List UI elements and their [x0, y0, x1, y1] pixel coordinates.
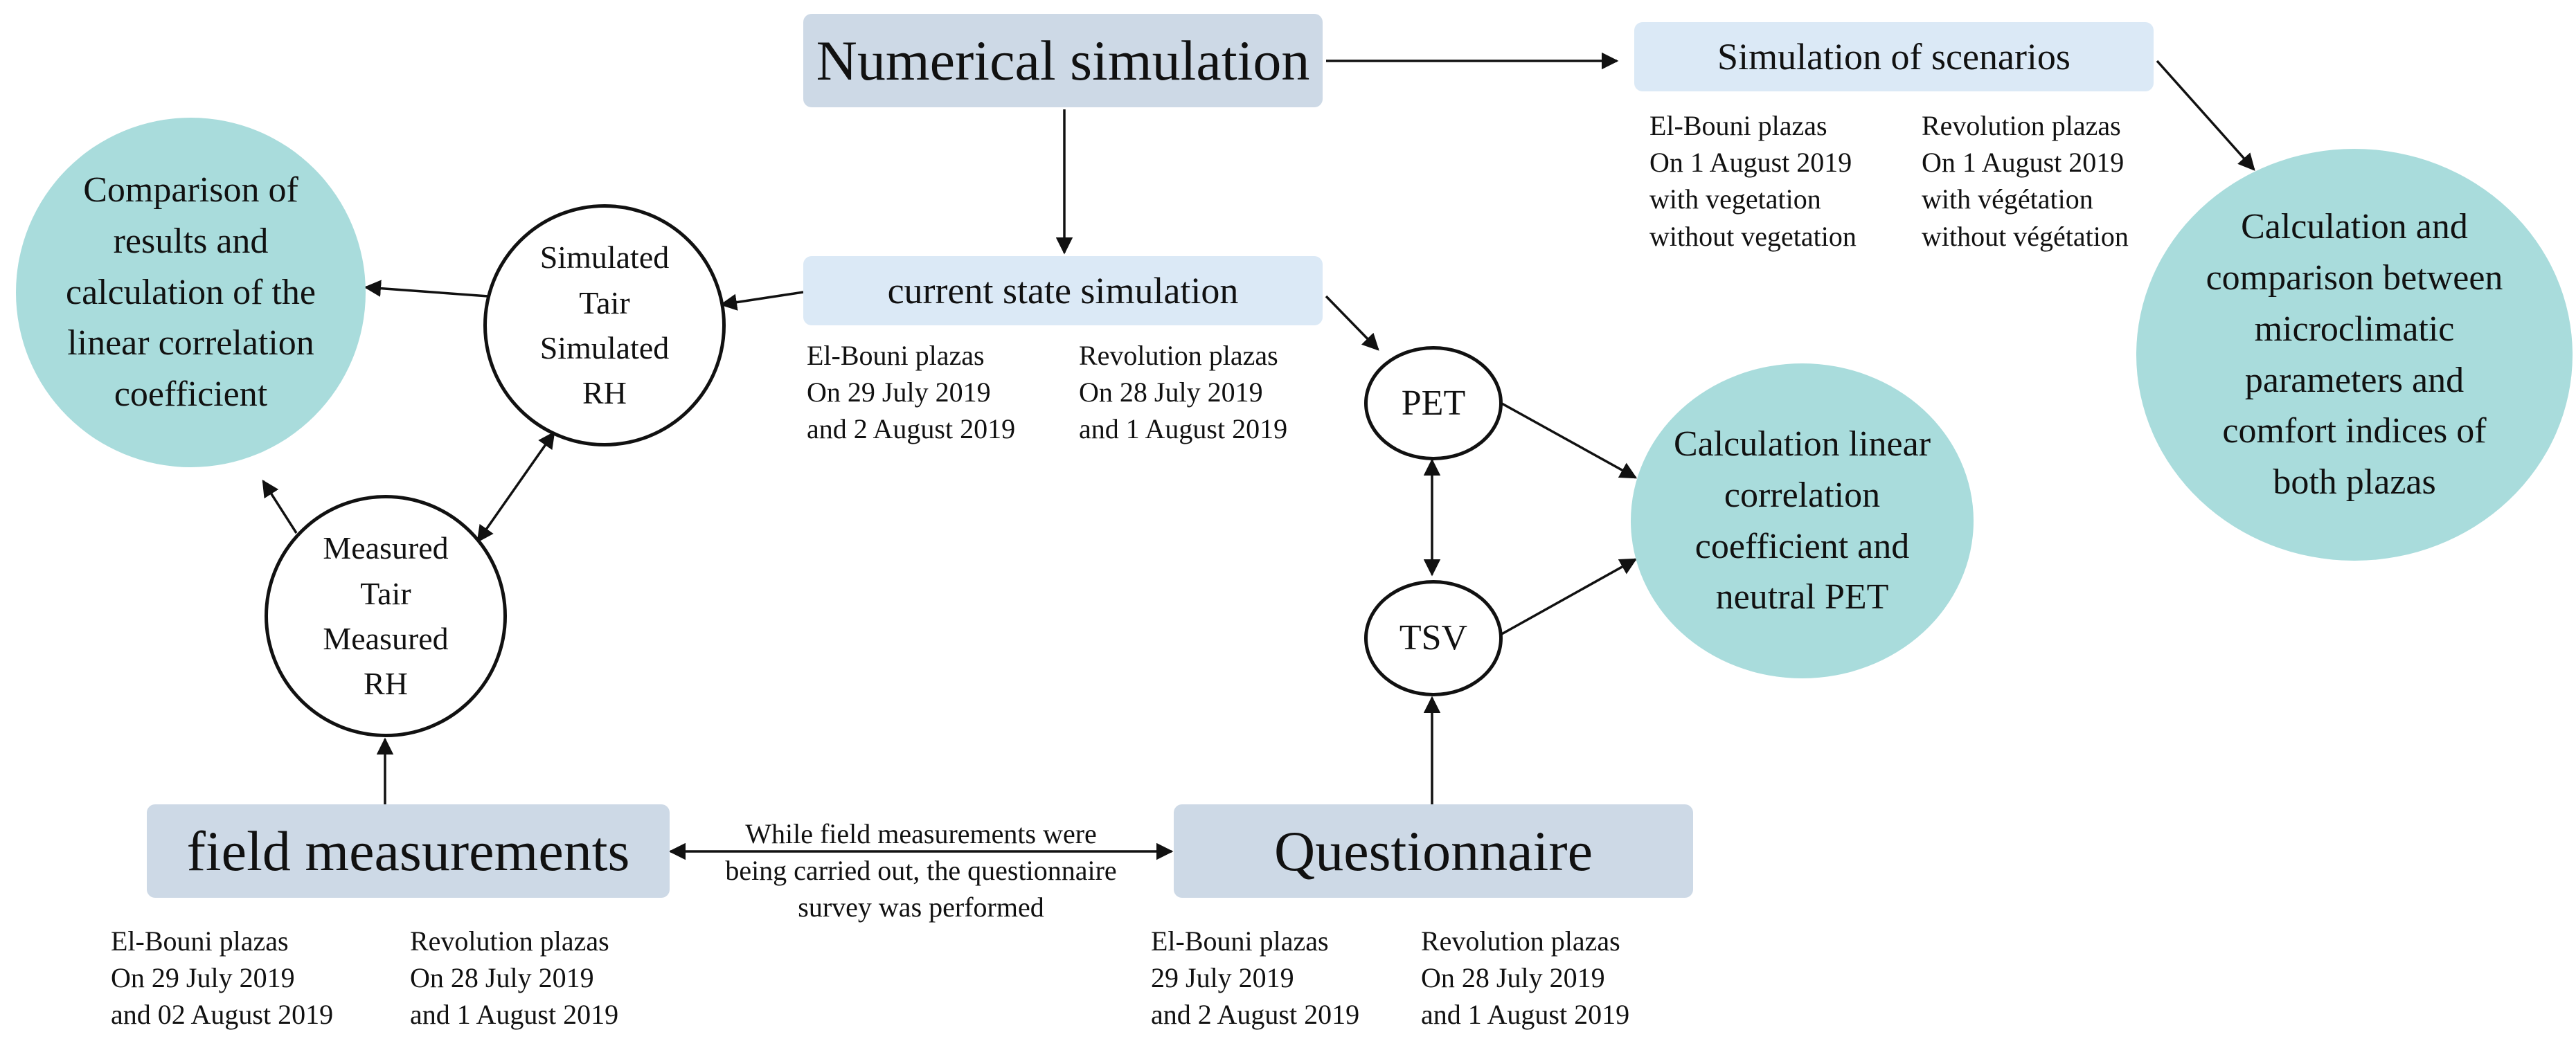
note-line: 29 July 2019 — [1151, 962, 1294, 994]
tsv-circle: TSV — [1364, 580, 1503, 696]
calc-linear-line-3: coefficient and — [1694, 526, 1910, 566]
questionnaire-revolution-note: Revolution plazas On 28 July 2019 and 1 … — [1421, 923, 1629, 1033]
questionnaire-label: Questionnaire — [1274, 819, 1593, 883]
note-line: and 1 August 2019 — [410, 999, 619, 1031]
current-revolution-note: Revolution plazas On 28 July 2019 and 1 … — [1079, 337, 1287, 448]
numerical-simulation-label: Numerical simulation — [816, 28, 1310, 92]
calc-comparison-line-2: comparison between — [2206, 258, 2503, 298]
calc-comparison-line-1: Calculation and — [2241, 207, 2468, 247]
simulated-line-3: Simulated — [539, 330, 670, 365]
note-line: without vegetation — [1649, 220, 1857, 252]
field-measurements-label: field measurements — [186, 819, 630, 883]
comparison-line-5: coefficient — [114, 374, 268, 415]
simulated-line-2: Tair — [579, 284, 630, 320]
measured-tair-rh-circle: Measured Tair Measured RH — [265, 495, 507, 737]
note-line: survey was performed — [798, 892, 1044, 923]
measured-line-2: Tair — [360, 575, 411, 611]
field-measurements-box: field measurements — [147, 804, 670, 898]
calculation-comparison-circle: Calculation and comparison between micro… — [2136, 149, 2573, 561]
note-line: On 29 July 2019 — [111, 962, 295, 994]
arrow-current-to-simulated — [719, 291, 804, 311]
current-state-simulation-box: current state simulation — [803, 256, 1323, 325]
arrow-measured-to-comparison — [262, 479, 298, 534]
note-line: On 28 July 2019 — [410, 962, 594, 994]
numerical-simulation-box: Numerical simulation — [803, 14, 1323, 107]
note-line: Revolution plazas — [1421, 925, 1620, 957]
arrow-scenarios-to-calc-comparison — [2156, 60, 2255, 171]
note-line: El-Bouni plazas — [1649, 110, 1827, 141]
note-line: and 2 August 2019 — [1151, 999, 1360, 1031]
note-line: with vegetation — [1649, 183, 1821, 215]
current-elbouni-note: El-Bouni plazas On 29 July 2019 and 2 Au… — [807, 337, 1015, 448]
note-line: and 02 August 2019 — [111, 999, 334, 1031]
comparison-line-3: calculation of the — [66, 272, 316, 312]
arrow-tsv-to-calc-linear — [1499, 558, 1638, 637]
note-line: El-Bouni plazas — [807, 340, 985, 371]
note-line: On 28 July 2019 — [1421, 962, 1605, 994]
note-line: On 29 July 2019 — [807, 377, 991, 408]
measured-line-4: RH — [364, 666, 408, 702]
questionnaire-box: Questionnaire — [1174, 804, 1693, 898]
simulation-of-scenarios-label: Simulation of scenarios — [1717, 36, 2070, 78]
note-line: and 1 August 2019 — [1079, 413, 1288, 445]
comparison-line-4: linear correlation — [67, 323, 314, 363]
simultaneous-survey-label: While field measurements were being carr… — [692, 815, 1150, 926]
simulated-line-4: RH — [582, 375, 627, 411]
note-line: While field measurements were — [745, 818, 1097, 849]
measured-line-3: Measured — [323, 621, 449, 656]
arrow-simulated-to-comparison — [364, 280, 489, 298]
arrow-measured-simulated — [476, 431, 555, 543]
calculation-linear-correlation-circle: Calculation linear correlation coefficie… — [1631, 363, 1974, 678]
measured-line-1: Measured — [323, 530, 449, 566]
calc-comparison-line-3: microclimatic — [2254, 309, 2455, 349]
arrow-current-to-pet — [1325, 295, 1379, 351]
comparison-line-1: Comparison of — [83, 170, 298, 210]
simulation-of-scenarios-box: Simulation of scenarios — [1634, 22, 2154, 91]
note-line: and 1 August 2019 — [1421, 999, 1630, 1031]
note-line: On 1 August 2019 — [1922, 147, 2125, 179]
calc-linear-line-1: Calculation linear — [1673, 424, 1931, 464]
simulated-tair-rh-circle: Simulated Tair Simulated RH — [483, 204, 726, 446]
note-line: being carried out, the questionnaire — [725, 855, 1117, 887]
tsv-label: TSV — [1399, 618, 1468, 658]
arrow-pet-to-calc-linear — [1495, 399, 1638, 479]
note-line: with végétation — [1922, 183, 2093, 215]
note-line: Revolution plazas — [1922, 110, 2121, 141]
pet-label: PET — [1401, 383, 1466, 423]
calc-linear-line-4: neutral PET — [1715, 577, 1889, 617]
note-line: On 28 July 2019 — [1079, 377, 1263, 408]
calc-comparison-line-6: both plazas — [2273, 462, 2436, 503]
note-line: On 1 August 2019 — [1649, 147, 1852, 179]
note-line: Revolution plazas — [1079, 340, 1278, 371]
note-line: El-Bouni plazas — [1151, 925, 1329, 957]
scenario-elbouni-note: El-Bouni plazas On 1 August 2019 with ve… — [1649, 107, 1857, 255]
calc-linear-line-2: correlation — [1724, 475, 1881, 515]
comparison-line-2: results and — [113, 221, 269, 261]
questionnaire-elbouni-note: El-Bouni plazas 29 July 2019 and 2 Augus… — [1151, 923, 1359, 1033]
simulated-line-1: Simulated — [539, 240, 670, 275]
note-line: without végétation — [1922, 220, 2129, 252]
field-revolution-note: Revolution plazas On 28 July 2019 and 1 … — [410, 923, 618, 1033]
pet-circle: PET — [1364, 346, 1503, 460]
note-line: Revolution plazas — [410, 925, 609, 957]
calc-comparison-line-5: comfort indices of — [2222, 411, 2487, 451]
note-line: and 2 August 2019 — [807, 413, 1016, 445]
scenario-revolution-note: Revolution plazas On 1 August 2019 with … — [1922, 107, 2129, 255]
current-state-simulation-label: current state simulation — [887, 270, 1239, 311]
note-line: El-Bouni plazas — [111, 925, 289, 957]
calc-comparison-line-4: parameters and — [2244, 360, 2465, 400]
field-elbouni-note: El-Bouni plazas On 29 July 2019 and 02 A… — [111, 923, 333, 1033]
comparison-results-circle: Comparison of results and calculation of… — [16, 118, 366, 467]
